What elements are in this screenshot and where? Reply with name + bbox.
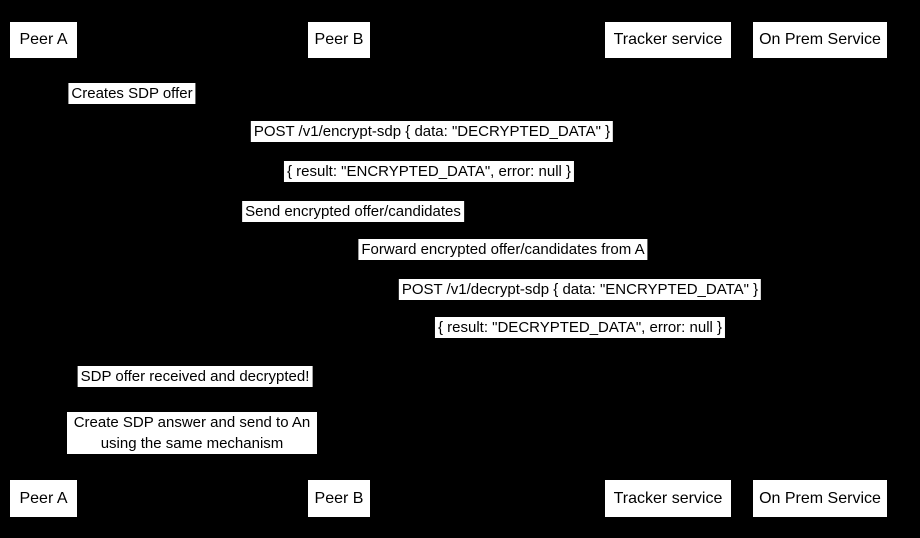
actor-peer-a-bottom: Peer A — [10, 480, 77, 517]
actor-peer-b-top: Peer B — [308, 22, 370, 58]
actor-peer-b-bottom: Peer B — [308, 480, 370, 517]
message-post-encrypt-sdp: POST /v1/encrypt-sdp { data: "DECRYPTED_… — [250, 121, 614, 142]
actor-tracker-service-top: Tracker service — [605, 22, 731, 58]
message-creates-sdp-offer: Creates SDP offer — [68, 83, 196, 104]
message-decrypt-result: { result: "DECRYPTED_DATA", error: null … — [434, 317, 726, 338]
actor-tracker-service-bottom: Tracker service — [605, 480, 731, 517]
message-create-sdp-answer: Create SDP answer and send to An using t… — [67, 412, 317, 454]
message-encrypt-result: { result: "ENCRYPTED_DATA", error: null … — [283, 161, 575, 182]
actor-peer-a-top: Peer A — [10, 22, 77, 58]
message-send-encrypted-offer: Send encrypted offer/candidates — [242, 201, 464, 222]
actor-on-prem-service-top: On Prem Service — [753, 22, 887, 58]
message-post-decrypt-sdp: POST /v1/decrypt-sdp { data: "ENCRYPTED_… — [398, 279, 762, 300]
actor-on-prem-service-bottom: On Prem Service — [753, 480, 887, 517]
message-forward-encrypted-offer: Forward encrypted offer/candidates from … — [358, 239, 648, 260]
message-sdp-offer-received: SDP offer received and decrypted! — [77, 366, 313, 387]
